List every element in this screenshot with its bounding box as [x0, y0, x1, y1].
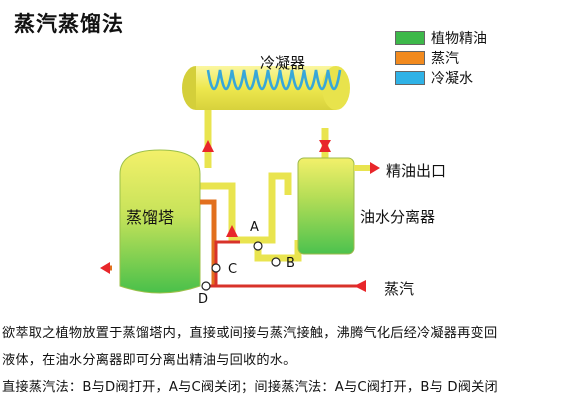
- steam-label: 蒸汽: [384, 280, 415, 298]
- arrow-up-tower: [202, 140, 214, 152]
- valve-b[interactable]: [271, 257, 281, 267]
- legend-label: 冷凝水: [431, 71, 473, 87]
- valve-a[interactable]: [253, 241, 263, 251]
- description-line-3: 直接蒸汽法：B与D阀打开，A与C阀关闭；间接蒸汽法：A与C阀打开，B与 D阀关闭: [2, 380, 498, 395]
- tower-label: 蒸馏塔: [126, 208, 175, 227]
- legend-item: 冷凝水: [395, 68, 487, 88]
- legend-swatch-water: [395, 71, 425, 85]
- arrow-bypass: [226, 225, 238, 237]
- legend-label: 蒸汽: [431, 51, 459, 67]
- legend-label: 植物精油: [431, 31, 487, 47]
- diagram-title: 蒸汽蒸馏法: [14, 12, 124, 36]
- arrow-oil-out: [370, 162, 380, 174]
- legend-item: 蒸汽: [395, 48, 487, 68]
- flow-arrows: [100, 140, 380, 292]
- arrow-steam-left: [100, 262, 110, 274]
- condenser-label: 冷凝器: [260, 54, 306, 72]
- separator: [297, 157, 372, 255]
- oil-outlet-label: 精油出口: [386, 162, 447, 180]
- arrow-steam-in: [354, 280, 366, 292]
- valves: [201, 241, 281, 291]
- condenser-coil: [206, 69, 342, 91]
- condenser: [182, 66, 350, 110]
- valve-d[interactable]: [201, 281, 211, 291]
- legend: 植物精油 蒸汽 冷凝水: [395, 28, 487, 88]
- tower-body: [119, 149, 201, 294]
- legend-swatch-oil: [395, 31, 425, 45]
- separator-label: 油水分离器: [360, 208, 436, 226]
- distillation-tower: [119, 149, 201, 294]
- valve-d-label: D: [198, 292, 209, 307]
- arrow-down-separator: [319, 140, 331, 150]
- valve-c[interactable]: [211, 263, 221, 273]
- separator-body: [297, 157, 355, 255]
- vapor-pipe-bypass: [192, 172, 292, 244]
- legend-item: 植物精油: [395, 28, 487, 48]
- description-line-2: 液体，在油水分离器即可分离出精油与回收的水。: [2, 353, 297, 368]
- valve-c-label: C: [228, 262, 238, 277]
- valve-a-label: A: [250, 220, 259, 235]
- valve-b-label: B: [286, 256, 295, 271]
- description-line-1: 欲萃取之植物放置于蒸馏塔内，直接或间接与蒸汽接触，沸腾气化后经冷凝器再变回: [2, 326, 498, 341]
- steam-pipe-jacket: [200, 199, 217, 286]
- legend-swatch-steam: [395, 51, 425, 65]
